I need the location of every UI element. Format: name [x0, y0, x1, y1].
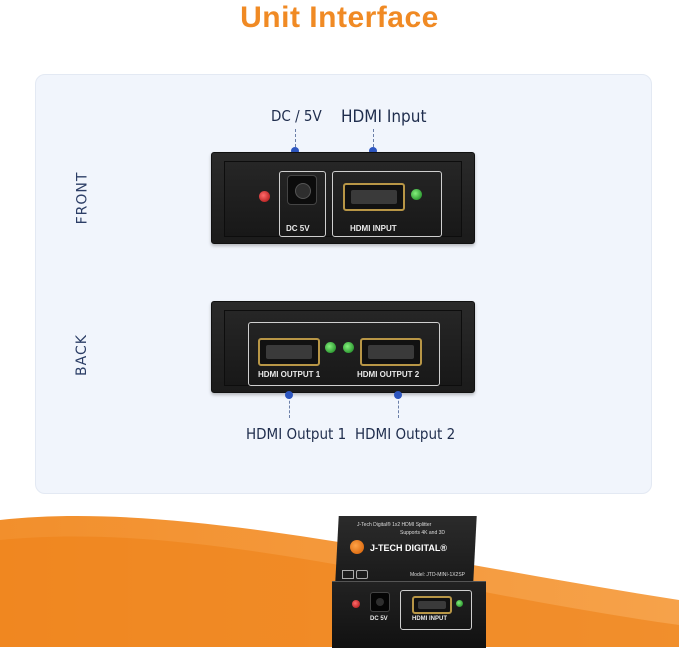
output-1-led [325, 342, 336, 353]
product-dc-label: DC 5V [370, 616, 388, 622]
hdmi-input-outline [332, 171, 442, 237]
output-1-callout-label: HDMI Output 1 [246, 425, 347, 443]
dc-port-outline [279, 171, 326, 237]
4k-badge-icon [342, 570, 354, 579]
hdmi-output-1-device-label: HDMI OUTPUT 1 [258, 370, 321, 379]
output-2-callout-dot [394, 391, 402, 399]
product-top-line1: J-Tech Digital® 1x2 HDMI Splitter [357, 522, 432, 528]
hdmi-output-outline [248, 322, 440, 386]
hdmi-input-callout-label: HDMI Input [341, 107, 427, 127]
output-2-led [343, 342, 354, 353]
product-brand-label: J-TECH DIGITAL® [370, 543, 447, 553]
product-dc-jack-icon [370, 592, 390, 612]
product-input-led [456, 600, 463, 607]
product-model-label: Model: JTD-MINI-1X2SP [410, 572, 466, 578]
hdmi-input-port-icon [343, 183, 405, 211]
output-1-callout-line [289, 396, 290, 418]
jtech-logo-icon [350, 540, 364, 554]
input-led [411, 189, 422, 200]
dc-callout-label: DC / 5V [271, 107, 322, 125]
hdmi-output-2-port-icon [360, 338, 422, 366]
dc-device-label: DC 5V [286, 224, 310, 233]
hdmi-output-2-device-label: HDMI OUTPUT 2 [357, 370, 420, 379]
product-top-line2: Supports 4K and 3D [400, 530, 446, 536]
output-1-callout-dot [285, 391, 293, 399]
front-side-label: FRONT [74, 171, 91, 225]
product-hdmi-outline [400, 590, 472, 630]
power-led [259, 191, 270, 202]
front-device: DC 5V HDMI INPUT [211, 152, 475, 244]
hdmi-input-callout-line [373, 129, 374, 147]
product-power-led [352, 600, 360, 608]
dc-callout-line [295, 129, 296, 147]
product-box-front: DC 5V HDMI INPUT [332, 581, 486, 648]
interface-panel: FRONT DC / 5V HDMI Input DC 5V HDMI INPU… [35, 74, 652, 494]
back-device: HDMI OUTPUT 1 HDMI OUTPUT 2 [211, 301, 475, 393]
page-title: Unit Interface [240, 1, 439, 34]
product-hdmi-label: HDMI INPUT [412, 616, 447, 622]
hdmi-input-device-label: HDMI INPUT [350, 224, 397, 233]
dc-callout-dot [291, 147, 299, 155]
back-side-label: BACK [73, 334, 90, 376]
output-2-callout-line [398, 396, 399, 418]
hdmi-input-callout-dot [369, 147, 377, 155]
product-hdmi-port-icon [412, 596, 452, 614]
hdmi-output-1-port-icon [258, 338, 320, 366]
dc-jack-icon [287, 175, 317, 205]
3d-badge-icon [356, 570, 368, 579]
output-2-callout-label: HDMI Output 2 [355, 425, 456, 443]
